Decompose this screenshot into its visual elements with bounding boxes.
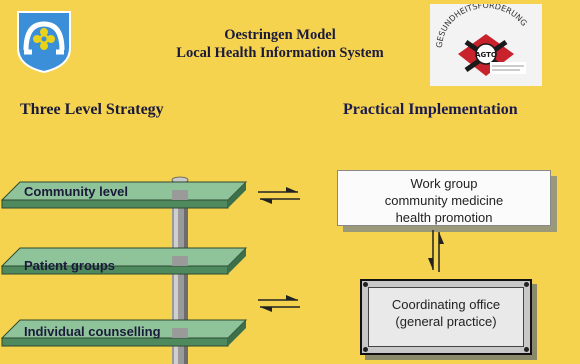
title-line-2: Local Health Information System [176,45,384,61]
work-group-line-2: community medicine [384,193,504,208]
page-title: Oestringen Model Local Health Informatio… [130,26,430,62]
screw-icon [524,347,529,352]
screw-icon [363,282,368,287]
work-group-line-1: Work group [410,176,478,191]
exchange-arrow-icon [258,295,300,312]
level-community-label: Community level [24,184,129,199]
screw-icon [363,347,368,352]
screw-icon [524,282,529,287]
work-group-box: Work group community medicine health pro… [337,170,551,226]
svg-text:AGTO: AGTO [475,51,497,59]
vertical-exchange-arrow-icon [428,230,444,272]
level-individual-counselling-label: Individual counselling [24,324,161,339]
office-line-1: Coordinating office [391,297,501,312]
level-patient-groups-label: Patient groups [24,258,116,273]
coordinating-office-plaque: Coordinating office (general practice) [360,279,532,355]
work-group-line-3: health promotion [395,210,493,225]
municipal-crest-icon [17,11,71,74]
office-line-2: (general practice) [395,314,497,329]
right-heading: Practical Implementation [343,101,518,118]
three-level-shelf-diagram [0,176,248,364]
exchange-arrow-icon [258,187,300,204]
left-heading: Three Level Strategy [20,101,164,118]
title-line-1: Oestringen Model [224,27,336,43]
health-promotion-logo-icon: GESUNDHEITSFÖRDERUNG AGTO [430,4,542,86]
